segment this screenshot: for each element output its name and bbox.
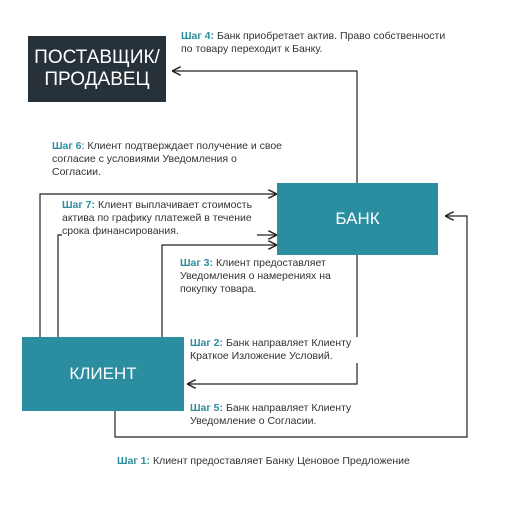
step5-text: Банк направляет Клиенту Уведомление о Со… <box>190 402 352 427</box>
step6-note: Шаг 6: Клиент подтверждает получение и с… <box>52 140 282 179</box>
step6-sep: : <box>81 140 85 152</box>
step2-sep: : <box>219 337 224 349</box>
step2-text: Банк направляет Клиенту Краткое Изложени… <box>190 337 352 362</box>
step3-arrow <box>161 245 276 337</box>
step3-sep: : <box>209 257 214 269</box>
supplier-label-line1: ПОСТАВЩИК/ <box>34 47 160 68</box>
bank-label: БАНК <box>335 209 380 228</box>
step7-text: Клиент выплачивает стоимость актива по г… <box>62 199 253 237</box>
bank-box: БАНК <box>277 183 438 255</box>
step3-note: Шаг 3: Клиент предоставляет Уведомления … <box>180 257 350 296</box>
step3-text: Клиент предоставляет Уведомления о намер… <box>180 257 331 295</box>
step5-note: Шаг 5: Банк направляет Клиенту Уведомлен… <box>190 402 410 428</box>
step6-text: Клиент подтверждает получение и свое сог… <box>52 140 282 178</box>
step6-label: Шаг 6 <box>52 140 82 152</box>
step4-arrow <box>173 71 358 183</box>
step6-arrow <box>39 194 276 337</box>
step2-note: Шаг 2: Банк направляет Клиенту Краткое И… <box>190 337 362 363</box>
step4-label: Шаг 4 <box>181 30 211 42</box>
step1-arrow <box>114 216 468 438</box>
step5-sep: : <box>219 402 224 414</box>
step7-note: Шаг 7: Клиент выплачивает стоимость акти… <box>62 199 257 238</box>
step3-label: Шаг 3 <box>180 257 210 269</box>
step1-note: Шаг 1: Клиент предоставляет Банку Ценово… <box>117 455 497 468</box>
supplier-box: ПОСТАВЩИК/ ПРОДАВЕЦ <box>28 36 166 102</box>
step4-sep: : <box>210 30 215 42</box>
step1-label: Шаг 1 <box>117 455 147 467</box>
step2-arrow <box>188 255 358 384</box>
step5-label: Шаг 5 <box>190 402 220 414</box>
step7-sep: : <box>91 199 96 211</box>
client-box: КЛИЕНТ <box>22 337 184 411</box>
client-label: КЛИЕНТ <box>69 364 137 383</box>
step4-note: Шаг 4: Банк приобретает актив. Право соб… <box>181 30 451 56</box>
step1-sep: : <box>146 455 151 467</box>
step1-text: Клиент предоставляет Банку Ценовое Предл… <box>150 455 410 467</box>
step2-label: Шаг 2 <box>190 337 220 349</box>
step7-label: Шаг 7 <box>62 199 92 211</box>
step4-text: Банк приобретает актив. Право собственно… <box>181 30 446 55</box>
supplier-label-line2: ПРОДАВЕЦ <box>44 69 150 90</box>
